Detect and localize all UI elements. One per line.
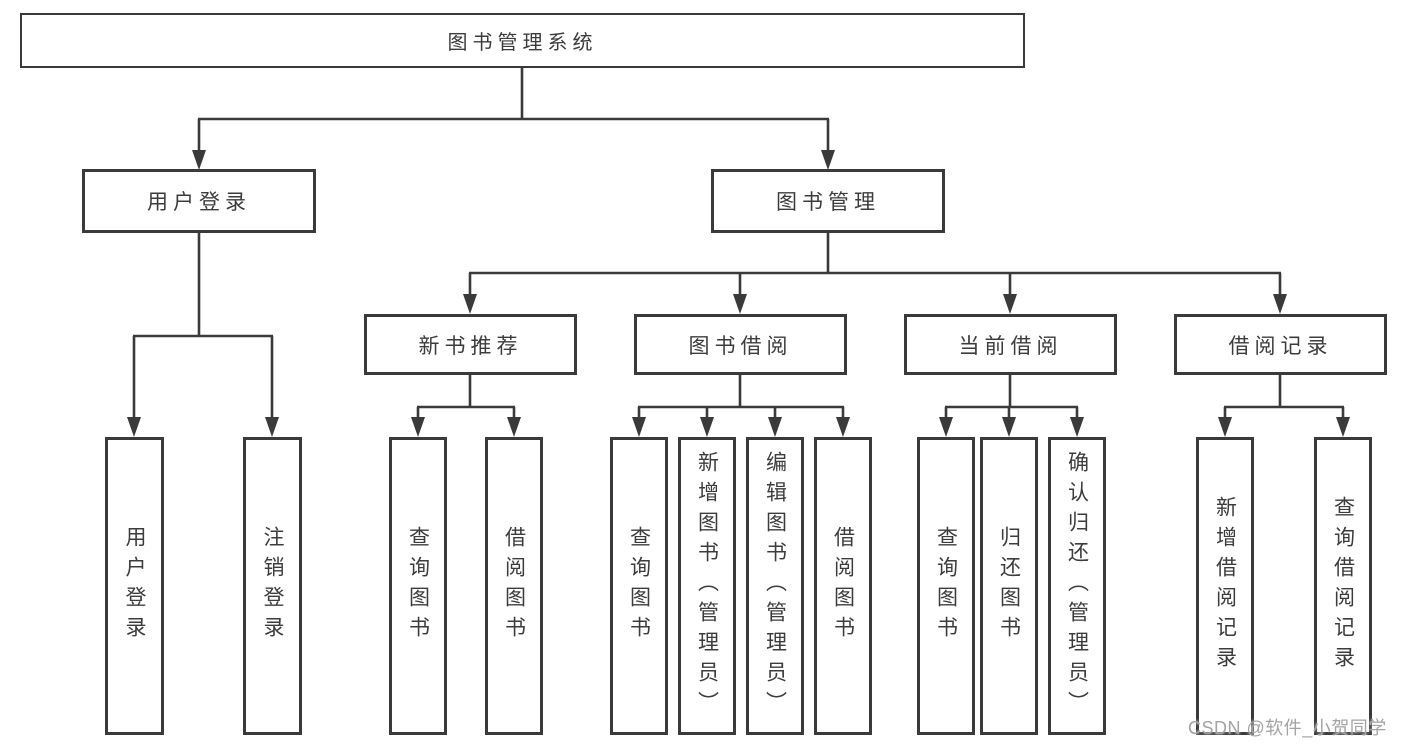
node-book-management: 图书管理 xyxy=(711,169,945,233)
leaf-br-query-record: 查询借阅记录 xyxy=(1314,437,1372,735)
node-current-borrow: 当前借阅 xyxy=(904,314,1117,375)
node-user-login: 用户登录 xyxy=(82,169,316,233)
leaf-cb-confirm-return-admin: 确认归还（管理员） xyxy=(1048,437,1106,735)
csdn-watermark: CSDN @软件_小贺同学 xyxy=(1188,718,1387,738)
node-book-borrow: 图书借阅 xyxy=(634,314,847,375)
leaf-user-login: 用户登录 xyxy=(105,437,164,735)
leaf-bb-borrow-books: 借阅图书 xyxy=(814,437,872,735)
node-new-book-recommend: 新书推荐 xyxy=(364,314,577,375)
leaf-nbr-borrow-books: 借阅图书 xyxy=(485,437,543,735)
node-borrow-records: 借阅记录 xyxy=(1174,314,1387,375)
leaf-bb-edit-books-admin: 编辑图书（管理员） xyxy=(746,437,804,735)
node-library-system: 图书管理系统 xyxy=(20,13,1025,68)
leaf-bb-add-books-admin: 新增图书（管理员） xyxy=(678,437,736,735)
leaf-cb-return-books: 归还图书 xyxy=(980,437,1038,735)
leaf-br-add-record: 新增借阅记录 xyxy=(1196,437,1254,735)
leaf-bb-query-books: 查询图书 xyxy=(610,437,668,735)
leaf-nbr-query-books: 查询图书 xyxy=(389,437,447,735)
leaf-cb-query-books: 查询图书 xyxy=(917,437,975,735)
leaf-logout: 注销登录 xyxy=(243,437,302,735)
